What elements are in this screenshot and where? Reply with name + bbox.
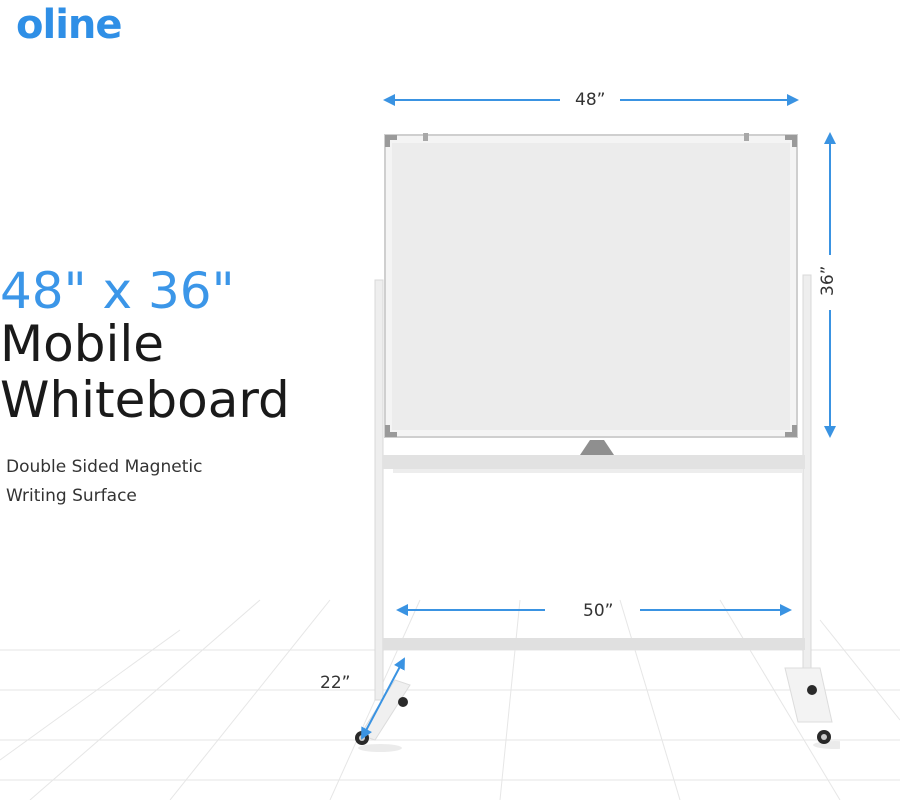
base-width-label: 50” (583, 601, 614, 621)
brand-logo: oline (16, 2, 123, 48)
headline-title: Mobile Whiteboard (0, 316, 290, 428)
headline-dimensions: 48" x 36" (0, 262, 235, 320)
headline-line-1: Mobile (0, 315, 165, 373)
base-depth-label: 22” (320, 673, 351, 693)
board-height-label: 36” (818, 265, 838, 296)
board-width-label: 48” (575, 90, 606, 110)
whiteboard-illustration (355, 133, 840, 752)
headline-line-2: Whiteboard (0, 371, 290, 429)
depth-arrow (361, 657, 405, 740)
feature-line-2: Writing Surface (6, 486, 137, 506)
feature-line-1: Double Sided Magnetic (6, 457, 203, 477)
